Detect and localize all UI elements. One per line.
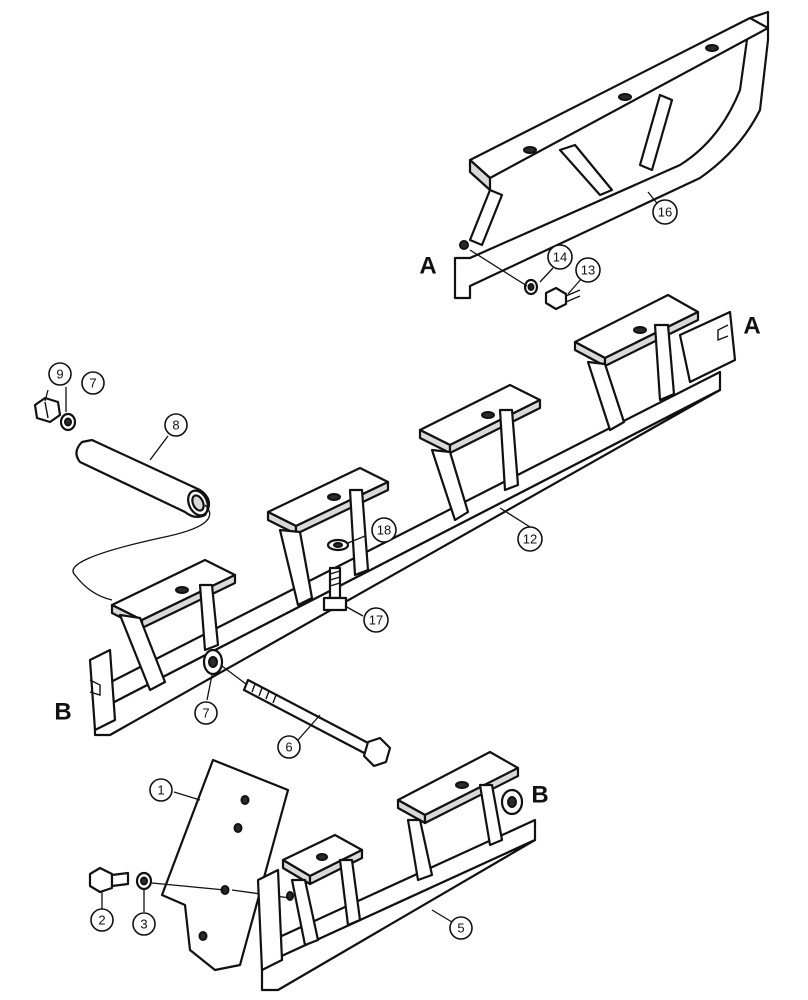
callout-3: 3 xyxy=(132,912,156,936)
callout-7-upper: 7 xyxy=(81,371,105,395)
callout-9: 9 xyxy=(48,362,72,386)
callout-label: 1 xyxy=(157,783,164,798)
bolt-13 xyxy=(544,286,581,311)
callout-label: 7 xyxy=(89,376,96,391)
callout-label: 2 xyxy=(98,913,105,928)
part-1-plate xyxy=(160,758,290,972)
ref-letter-b-left: B xyxy=(54,699,71,726)
callout-8: 8 xyxy=(164,413,188,437)
leader-line xyxy=(151,882,226,891)
bolt-6 xyxy=(242,678,392,768)
callout-label: 14 xyxy=(553,250,567,265)
washer-7-upper xyxy=(59,412,77,432)
callout-label: 16 xyxy=(658,205,672,220)
callout-label: 13 xyxy=(581,263,595,278)
callout-12: 12 xyxy=(517,526,543,552)
callout-label: 6 xyxy=(285,740,292,755)
callout-label: 7 xyxy=(202,706,209,721)
callout-label: 9 xyxy=(56,367,63,382)
leader-lines xyxy=(44,191,665,923)
part-5-lower-rail xyxy=(256,750,537,992)
callout-2: 2 xyxy=(90,908,114,932)
callout-13: 13 xyxy=(575,257,601,283)
washer-3 xyxy=(135,871,153,891)
callout-7-lower: 7 xyxy=(194,701,218,725)
callout-6: 6 xyxy=(277,735,301,759)
nut-9 xyxy=(33,396,62,424)
callout-label: 5 xyxy=(457,921,464,936)
callout-1: 1 xyxy=(149,778,173,802)
bolt-2 xyxy=(88,866,130,894)
ref-letter-a-right: A xyxy=(743,313,760,340)
callout-label: 8 xyxy=(172,418,179,433)
callout-label: 3 xyxy=(140,917,147,932)
callout-label: 12 xyxy=(523,532,537,547)
callout-label: 18 xyxy=(377,523,391,538)
part-8-tube xyxy=(75,438,211,519)
callout-17: 17 xyxy=(363,607,389,633)
leader-line xyxy=(72,504,211,601)
bolt-17 xyxy=(322,566,348,612)
ref-letter-b-right: B xyxy=(531,782,548,809)
part-12-main-rail xyxy=(88,293,737,737)
leader-line xyxy=(469,249,528,287)
callout-18: 18 xyxy=(371,517,397,543)
callout-5: 5 xyxy=(449,916,473,940)
washer-14 xyxy=(523,278,539,296)
callout-16: 16 xyxy=(652,199,678,225)
callout-label: 17 xyxy=(369,613,383,628)
washer-18 xyxy=(326,538,350,552)
washer-7-lower xyxy=(202,648,224,676)
ref-letter-a-upper: A xyxy=(419,253,436,280)
leader-line xyxy=(221,665,247,685)
callout-14: 14 xyxy=(547,244,573,270)
part-16-extension xyxy=(453,10,770,300)
